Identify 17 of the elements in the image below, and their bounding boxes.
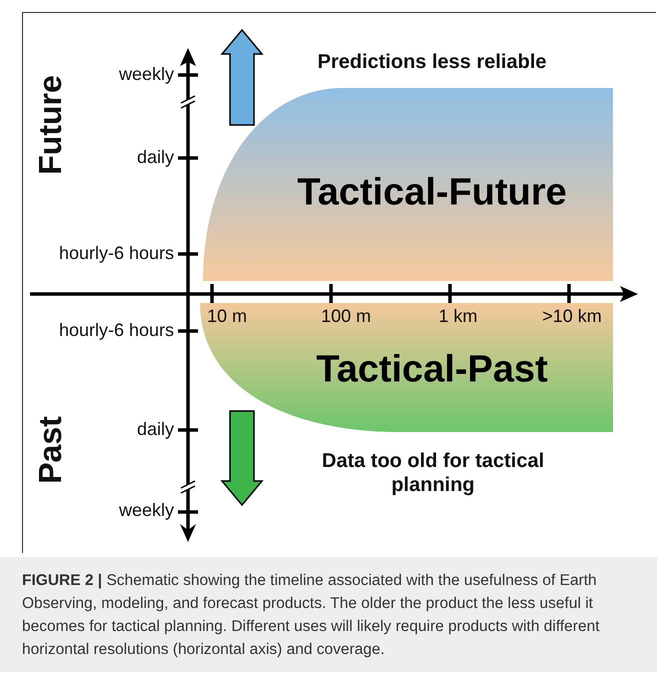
tick-label: weekly bbox=[118, 64, 174, 86]
tick-label: 100 m bbox=[320, 306, 372, 328]
figure-caption: FIGURE 2 | Schematic showing the timeline associated with the usefulness of Earth Observing, modeling, and forecast products. The older the product the less useful it becomes for tactical planning. Different uses will likely require products with different horizontal resolutions (horizontal axis) and coverage. bbox=[22, 571, 601, 660]
tick-label: 10 m bbox=[206, 306, 248, 328]
region-label: Tactical-Future bbox=[297, 172, 567, 214]
note-text: Predictions less reliable bbox=[318, 50, 546, 74]
tick-label: hourly-6 hours bbox=[58, 243, 174, 265]
note-text: Data too old for tactical planning bbox=[320, 449, 546, 497]
tick-label: daily bbox=[136, 147, 174, 169]
tick-label: daily bbox=[136, 419, 174, 441]
axis-title: Future bbox=[30, 75, 69, 175]
tick-label: >10 km bbox=[542, 306, 602, 328]
tick-label: hourly-6 hours bbox=[58, 320, 174, 342]
region-label: Tactical-Past bbox=[316, 348, 548, 392]
tick-label: weekly bbox=[118, 500, 174, 522]
axis-title: Past bbox=[30, 416, 69, 484]
tick-label: 1 km bbox=[438, 306, 478, 328]
